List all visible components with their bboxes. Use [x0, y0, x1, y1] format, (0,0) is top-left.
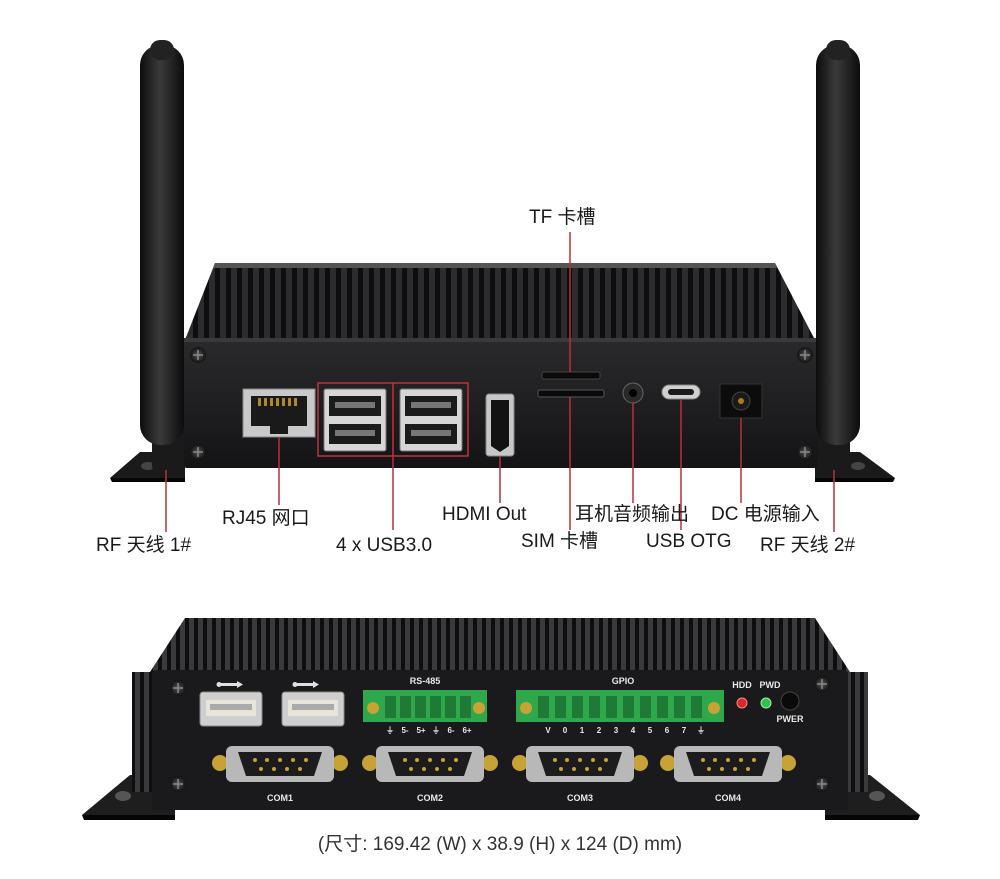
- svg-text:5+: 5+: [416, 726, 425, 735]
- power-label: PWER: [777, 714, 805, 724]
- label-rf-antenna-1: RF 天线 1#: [96, 535, 192, 556]
- screw-icon: [814, 776, 830, 792]
- svg-text:4: 4: [631, 726, 636, 735]
- screw-icon: [190, 444, 206, 460]
- svg-text:⏚: ⏚: [386, 726, 394, 735]
- label-tf-slot: TF 卡槽: [529, 207, 596, 228]
- svg-text:6: 6: [665, 726, 670, 735]
- rear-usb-port-2[interactable]: [281, 691, 345, 727]
- heatsink-fins-front: [185, 263, 815, 340]
- svg-text:1: 1: [580, 726, 585, 735]
- com1-port[interactable]: [212, 746, 348, 782]
- svg-text:7: 7: [682, 726, 687, 735]
- screw-icon: [797, 347, 813, 363]
- hdmi-port[interactable]: [485, 393, 515, 457]
- svg-text:6-: 6-: [447, 726, 454, 735]
- gpio-label: GPIO: [612, 676, 635, 686]
- com-port-labels: COM1 COM2 COM3 COM4: [267, 793, 741, 803]
- svg-text:COM4: COM4: [715, 793, 741, 803]
- dimensions-caption: (尺寸: 169.42 (W) x 38.9 (H) x 124 (D) mm): [317, 834, 683, 855]
- label-dc-power: DC 电源输入: [711, 504, 820, 525]
- label-usb3: 4 x USB3.0: [336, 535, 433, 556]
- tf-card-slot[interactable]: [541, 371, 601, 380]
- svg-text:V: V: [545, 726, 551, 735]
- screw-icon: [814, 676, 830, 692]
- com3-port[interactable]: [512, 746, 648, 782]
- pwd-led: [760, 697, 772, 709]
- com2-port[interactable]: [362, 746, 498, 782]
- usb3-port-stack-1[interactable]: [323, 388, 387, 452]
- svg-text:0: 0: [563, 726, 568, 735]
- sim-card-slot[interactable]: [537, 389, 605, 398]
- label-hdmi-out: HDMI Out: [442, 504, 527, 525]
- com4-port[interactable]: [660, 746, 796, 782]
- usb-icon: [216, 681, 319, 688]
- svg-text:⏚: ⏚: [697, 726, 705, 735]
- gpio-pin-labels: V 0 1 2 3 4 5 6 7 ⏚: [545, 726, 705, 735]
- screw-icon: [797, 444, 813, 460]
- gpio-terminal-block[interactable]: [516, 690, 724, 722]
- svg-text:6+: 6+: [462, 726, 471, 735]
- hdd-led: [736, 697, 748, 709]
- heatsink-fins-rear: [150, 618, 850, 672]
- screw-icon: [190, 347, 206, 363]
- svg-text:5: 5: [648, 726, 653, 735]
- screw-icon: [170, 776, 186, 792]
- rear-usb-port-1[interactable]: [199, 691, 263, 727]
- antenna-right: [816, 40, 860, 472]
- label-rf-antenna-2: RF 天线 2#: [760, 535, 856, 556]
- audio-jack[interactable]: [622, 382, 644, 404]
- hdd-label: HDD: [732, 680, 752, 690]
- svg-text:⏚: ⏚: [432, 726, 440, 735]
- leader-lines: [165, 232, 835, 532]
- label-sim-slot: SIM 卡槽: [521, 531, 599, 552]
- svg-text:2: 2: [597, 726, 602, 735]
- svg-text:COM3: COM3: [567, 793, 593, 803]
- svg-text:COM2: COM2: [417, 793, 443, 803]
- label-rj45: RJ45 网口: [222, 508, 310, 529]
- rs485-pin-labels: ⏚ 5- 5+ ⏚ 6- 6+: [386, 726, 472, 735]
- label-usb-otg: USB OTG: [646, 531, 732, 552]
- power-button[interactable]: [780, 691, 800, 711]
- rs485-label: RS-485: [410, 676, 441, 686]
- screw-icon: [170, 680, 186, 696]
- svg-text:3: 3: [614, 726, 619, 735]
- antenna-left: [140, 40, 184, 472]
- usb3-port-stack-2[interactable]: [399, 388, 463, 452]
- label-audio-out: 耳机音频输出: [575, 504, 690, 525]
- svg-text:COM1: COM1: [267, 793, 293, 803]
- rs485-terminal-block[interactable]: [363, 690, 487, 722]
- svg-text:5-: 5-: [401, 726, 408, 735]
- dc-power-jack[interactable]: [719, 383, 763, 419]
- rj45-port[interactable]: [242, 388, 316, 438]
- rear-panel: [152, 670, 848, 810]
- pwd-label: PWD: [760, 680, 781, 690]
